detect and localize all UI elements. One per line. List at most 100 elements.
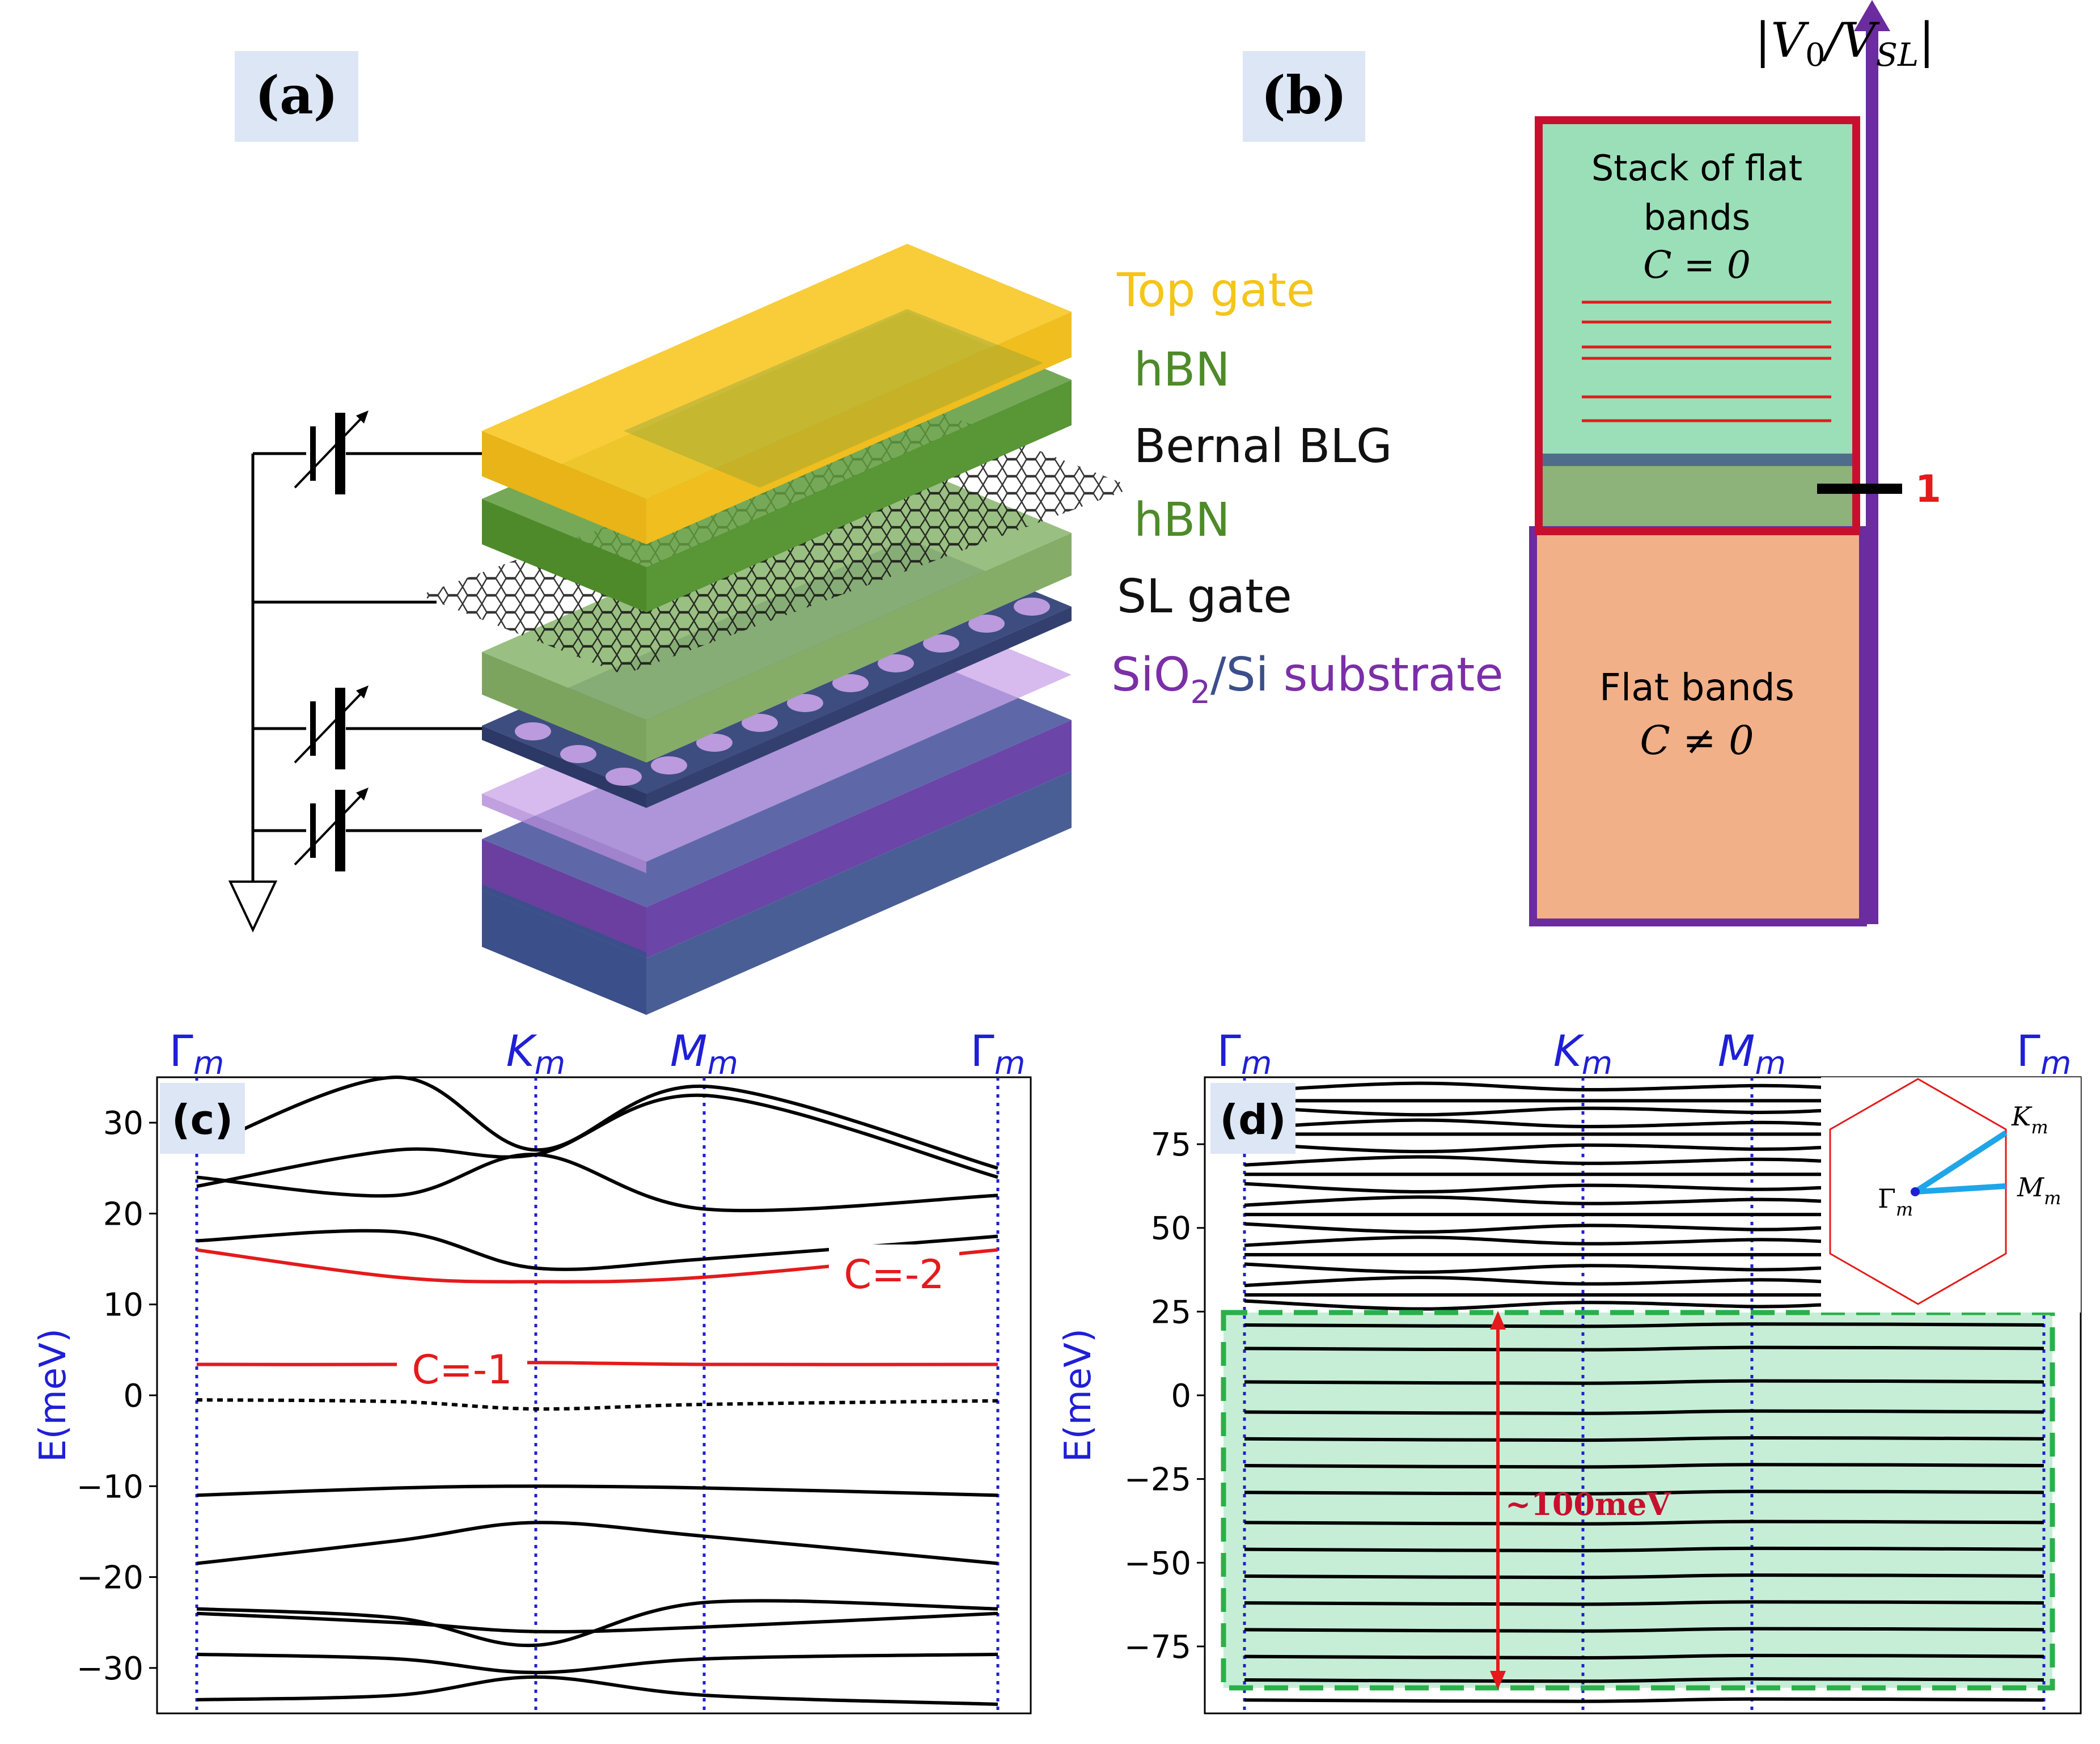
band-line bbox=[1244, 1322, 2044, 1328]
axis-label: |V0/VSL| bbox=[1755, 12, 1934, 74]
band-line bbox=[1244, 1104, 1822, 1117]
k-point-label: Km bbox=[506, 1026, 565, 1082]
substrate-si-text: Si bbox=[1226, 648, 1269, 702]
inset-m-label: Mm bbox=[2017, 1172, 2061, 1209]
gap-arrow-head-down-icon bbox=[1490, 1671, 1506, 1690]
band-line bbox=[196, 1484, 998, 1497]
axis-arrow-icon bbox=[1854, 0, 1890, 31]
panel-b: (b) |V0/VSL| Stack of flat bands C = 0 F… bbox=[1243, 0, 1941, 926]
y-tick-label: −75 bbox=[1124, 1629, 1191, 1666]
panel-d-bands bbox=[1244, 1081, 2044, 1703]
separator-strip bbox=[1536, 454, 1860, 466]
panel-b-label-bg bbox=[1243, 51, 1365, 142]
annotation-c2-text: C=-2 bbox=[844, 1251, 944, 1298]
band-line bbox=[196, 1652, 998, 1674]
gap-arrow-head-up-icon bbox=[1490, 1311, 1506, 1330]
band-line bbox=[1244, 1463, 2044, 1469]
variable-battery-icon bbox=[294, 685, 369, 769]
k-point-label: Γm bbox=[971, 1026, 1026, 1082]
circuit-wires bbox=[251, 452, 482, 882]
gap-region-frame bbox=[1221, 1310, 2055, 1691]
band-line bbox=[196, 1075, 998, 1170]
band-line bbox=[1244, 1345, 2044, 1352]
band-line bbox=[1244, 1653, 2044, 1660]
band-line bbox=[196, 1599, 998, 1648]
inset-gamma-label: Γm bbox=[1878, 1183, 1913, 1220]
band-line bbox=[196, 1153, 998, 1213]
annotation-c1: C=-1 bbox=[397, 1341, 527, 1395]
k-point-label: Γm bbox=[1217, 1026, 1272, 1082]
ground-icon bbox=[228, 881, 278, 933]
k-point-label: Mm bbox=[1718, 1026, 1786, 1082]
band-line bbox=[1244, 1519, 2044, 1526]
band-line bbox=[196, 1521, 998, 1565]
panel-c-ylabel: E(meV) bbox=[32, 1328, 74, 1462]
panel-d-ylabel: E(meV) bbox=[1057, 1328, 1099, 1462]
path-gamma-k bbox=[1913, 1130, 2008, 1195]
y-tick-label: −10 bbox=[77, 1468, 143, 1505]
annotation-c1-text: C=-1 bbox=[412, 1347, 512, 1393]
band-line bbox=[1244, 1195, 1822, 1207]
substrate-word: substrate bbox=[1269, 648, 1504, 702]
band-line bbox=[1244, 1141, 1822, 1154]
y-tick-label: 50 bbox=[1151, 1210, 1191, 1247]
layer-label-substrate: SiO2/Si substrate bbox=[1111, 648, 1504, 711]
y-tick-label: 30 bbox=[103, 1105, 143, 1142]
annotation-c2: C=-2 bbox=[829, 1244, 959, 1298]
band-line bbox=[1244, 1379, 2044, 1385]
band-line bbox=[1244, 1276, 1822, 1288]
band-line bbox=[1244, 1222, 1822, 1234]
panel-b-label: (b) bbox=[1261, 65, 1347, 126]
path-gamma-m bbox=[1915, 1183, 2006, 1195]
top-box-line2: bands bbox=[1644, 197, 1750, 238]
gamma-point bbox=[1911, 1187, 1920, 1196]
band-line bbox=[1244, 1546, 2044, 1553]
panel-a-label: (a) bbox=[255, 65, 338, 126]
layer-label-bernal-blg: Bernal BLG bbox=[1134, 420, 1392, 473]
band-line bbox=[1244, 1409, 2044, 1415]
top-box-frame bbox=[1535, 116, 1860, 535]
band-line bbox=[1244, 1573, 2044, 1580]
band-line bbox=[196, 1361, 998, 1366]
band-line bbox=[1244, 1697, 2044, 1703]
layer-label-hbn-upper: hBN bbox=[1134, 343, 1230, 397]
band-line bbox=[196, 1675, 998, 1706]
bottom-box-chern: C ≠ 0 bbox=[1640, 717, 1754, 764]
y-tick-label: 0 bbox=[123, 1378, 143, 1415]
variable-battery-icon bbox=[294, 410, 369, 494]
band-line bbox=[1244, 1235, 1822, 1247]
panel-c-label-bg bbox=[160, 1083, 245, 1154]
substrate-slash: / bbox=[1210, 648, 1226, 702]
panel-a: (a) bbox=[228, 51, 1504, 1015]
band-line bbox=[1244, 1436, 2044, 1442]
panel-d-label-bg bbox=[1210, 1083, 1295, 1154]
band-line bbox=[1244, 1118, 1822, 1130]
y-tick-label: −25 bbox=[1124, 1462, 1191, 1499]
panel-a-label-bg bbox=[235, 51, 358, 142]
bottom-box-line1: Flat bands bbox=[1599, 666, 1794, 709]
band-line bbox=[1244, 1677, 2044, 1683]
y-tick-label: 25 bbox=[1151, 1294, 1191, 1331]
layer-label-sl-gate: SL gate bbox=[1117, 570, 1292, 624]
k-point-label: Γm bbox=[2017, 1026, 2072, 1082]
panel-d-k-lines bbox=[1243, 1077, 2046, 1713]
transition-band bbox=[1536, 466, 1860, 531]
y-tick-label: 10 bbox=[103, 1287, 143, 1324]
panel-c-label: (c) bbox=[172, 1096, 234, 1144]
y-tick-label: −50 bbox=[1124, 1545, 1191, 1582]
gap-annotation: ~100meV bbox=[1505, 1486, 1671, 1522]
y-tick-label: 0 bbox=[1171, 1378, 1191, 1415]
top-gate-layer bbox=[482, 244, 1072, 544]
bz-hexagon bbox=[1829, 1078, 2007, 1305]
layer-label-hbn-lower: hBN bbox=[1134, 493, 1230, 547]
gap-region bbox=[1223, 1313, 2052, 1688]
k-point-label: Mm bbox=[670, 1026, 738, 1082]
panel-d-label: (d) bbox=[1220, 1096, 1286, 1144]
bottom-box bbox=[1536, 531, 1860, 922]
flat-band-lines bbox=[1582, 300, 1831, 422]
y-tick-label: −30 bbox=[77, 1650, 143, 1687]
y-tick-label: 75 bbox=[1151, 1127, 1191, 1163]
band-line bbox=[1244, 1600, 2044, 1606]
